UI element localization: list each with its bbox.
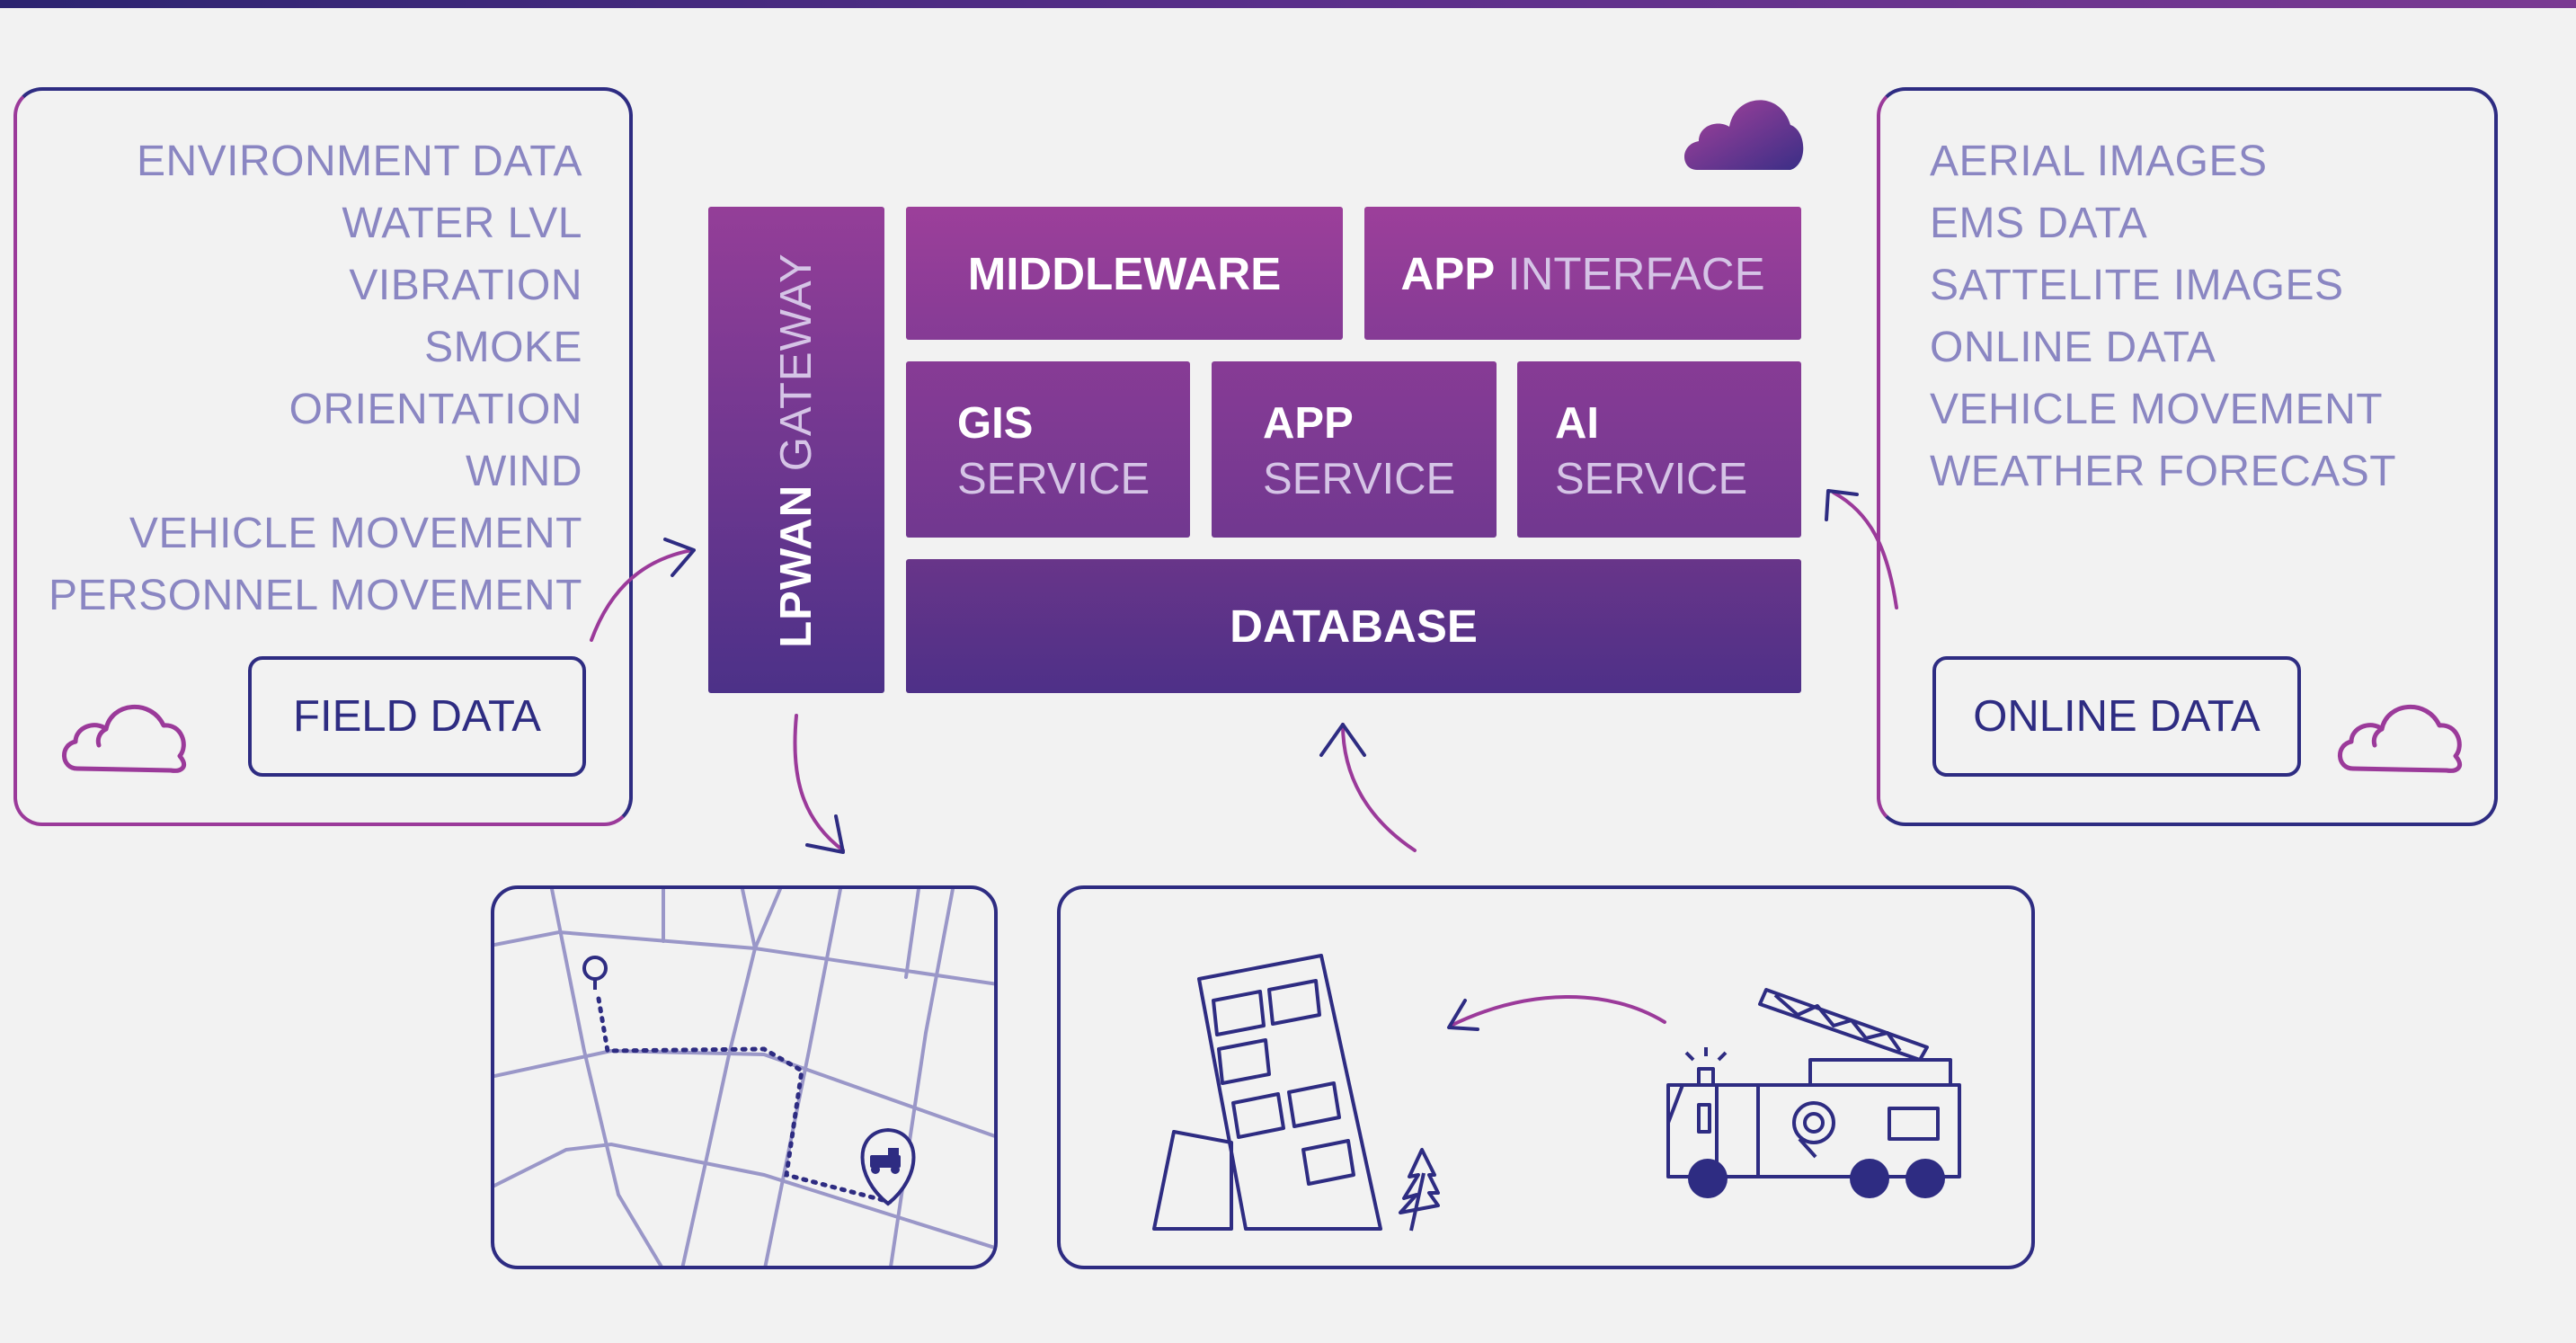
ai-service-block: AI SERVICE xyxy=(1517,361,1801,538)
field-data-item: WATER LVL xyxy=(342,200,582,247)
arrow-online-to-stack xyxy=(1832,491,1898,609)
service-name: AI xyxy=(1555,399,1599,448)
service-suffix: SERVICE xyxy=(957,455,1150,503)
city-map-icon xyxy=(494,889,994,1266)
field-data-item: ENVIRONMENT DATA xyxy=(136,138,582,185)
online-data-button[interactable]: ONLINE DATA xyxy=(1932,656,2301,777)
field-data-panel: ENVIRONMENT DATA WATER LVL VIBRATION SMO… xyxy=(13,87,633,826)
arrow-field-to-gateway xyxy=(590,548,694,642)
online-data-item: AERIAL IMAGES xyxy=(1930,138,2268,185)
middleware-block: MIDDLEWARE xyxy=(906,207,1343,340)
arrow-scene-to-database xyxy=(1341,723,1417,852)
field-data-item: ORIENTATION xyxy=(289,386,582,433)
database-block: DATABASE xyxy=(906,559,1801,693)
app-interface-subtitle: INTERFACE xyxy=(1507,247,1765,299)
service-name: GIS xyxy=(957,399,1034,448)
service-suffix: SERVICE xyxy=(1555,455,1748,503)
online-data-item: ONLINE DATA xyxy=(1930,324,2216,371)
cloud-filled-icon xyxy=(1684,100,1804,170)
field-data-item: VIBRATION xyxy=(349,262,582,309)
gis-service-block: GIS SERVICE xyxy=(906,361,1190,538)
damaged-building-icon xyxy=(1152,954,1382,1231)
online-data-item: VEHICLE MOVEMENT xyxy=(1930,386,2384,433)
field-data-list: ENVIRONMENT DATA WATER LVL VIBRATION SMO… xyxy=(49,130,582,627)
field-data-button[interactable]: FIELD DATA xyxy=(248,656,586,777)
online-data-list: AERIAL IMAGES EMS DATA SATTELITE IMAGES … xyxy=(1930,130,2396,503)
online-data-item: WEATHER FORECAST xyxy=(1930,448,2397,495)
service-suffix: SERVICE xyxy=(1263,455,1456,503)
tree-icon xyxy=(1399,1148,1440,1232)
field-data-item: VEHICLE MOVEMENT xyxy=(129,510,582,557)
arrow-gateway-to-map xyxy=(793,714,845,852)
emergency-scene-panel xyxy=(1057,885,2035,1269)
online-data-item: SATTELITE IMAGES xyxy=(1930,262,2344,309)
top-accent-bar xyxy=(0,0,2576,8)
cloud-outline-icon xyxy=(2338,704,2462,773)
fire-truck-icon xyxy=(1666,988,1961,1178)
lpwan-gateway-block: LPWAN GATEWAY xyxy=(708,207,884,693)
cloud-outline-icon xyxy=(62,704,186,773)
app-interface-title: APP xyxy=(1400,247,1496,299)
online-data-panel: AERIAL IMAGES EMS DATA SATTELITE IMAGES … xyxy=(1877,87,2498,826)
service-name: APP xyxy=(1263,399,1354,448)
field-data-item: SMOKE xyxy=(424,324,582,371)
field-data-item: WIND xyxy=(466,448,582,495)
app-service-block: APP SERVICE xyxy=(1212,361,1497,538)
map-panel xyxy=(491,885,998,1269)
app-interface-block: APP INTERFACE xyxy=(1364,207,1801,340)
scene-illustration xyxy=(1152,954,1961,1232)
field-data-item: PERSONNEL MOVEMENT xyxy=(49,572,582,619)
online-data-item: EMS DATA xyxy=(1930,200,2148,247)
